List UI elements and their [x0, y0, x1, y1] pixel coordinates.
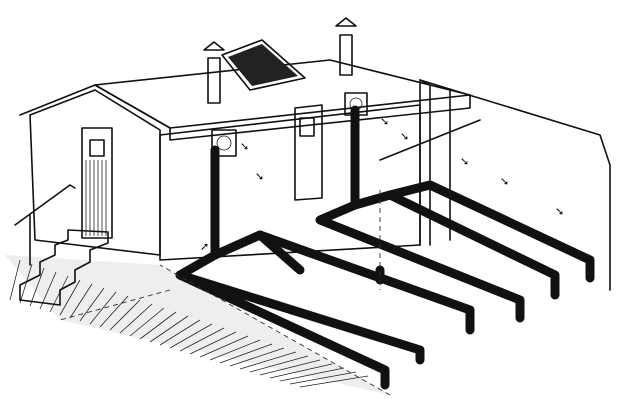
chimney-right — [335, 17, 357, 76]
ground-hatching — [5, 255, 390, 395]
svg-text:➘: ➘ — [255, 171, 264, 183]
svg-text:➘: ➘ — [240, 141, 249, 153]
svg-text:➘: ➘ — [380, 116, 389, 128]
front-door — [81, 127, 113, 239]
svg-text:➚: ➚ — [200, 241, 209, 253]
stairs — [14, 184, 109, 306]
svg-text:➘: ➘ — [500, 176, 509, 188]
svg-text:➘: ➘ — [555, 206, 564, 218]
svg-text:➘: ➘ — [400, 131, 409, 143]
airflow-arrows: ➘ ➘ ➘ ➘ ➘ ➘ ➘ ➚ — [200, 116, 564, 253]
solar-panel — [221, 39, 306, 91]
chimney-left — [203, 41, 225, 104]
heating-pipes — [175, 105, 595, 390]
greenhouse-frame — [379, 79, 611, 291]
inner-door — [294, 104, 323, 201]
fan-left — [211, 129, 237, 157]
svg-text:➘: ➘ — [460, 156, 469, 168]
